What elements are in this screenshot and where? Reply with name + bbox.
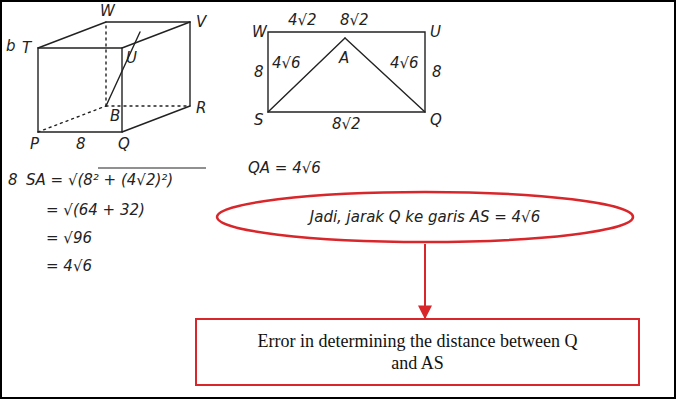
error-callout-box: Error in determining the distance betwee… bbox=[195, 318, 640, 386]
handwritten-label: 8√2 bbox=[340, 12, 369, 29]
handwritten-label: 4√6 bbox=[272, 55, 301, 72]
handwritten-label: P bbox=[30, 136, 39, 153]
handwritten-label: U bbox=[126, 50, 137, 67]
handwritten-label: SA = √(8² + (4√2)²) bbox=[26, 172, 173, 189]
handwritten-label: T bbox=[22, 40, 31, 57]
error-note-text: Error in determining the distance betwee… bbox=[248, 330, 588, 374]
handwritten-label: = √(64 + 32) bbox=[46, 202, 145, 219]
handwritten-label: 4√6 bbox=[390, 55, 419, 72]
handwritten-label: W bbox=[252, 24, 267, 41]
handwritten-label: S bbox=[254, 112, 264, 129]
handwritten-label: W bbox=[100, 3, 115, 20]
conclusion-text: Jadi, jarak Q ke garis AS = 4√6 bbox=[310, 208, 540, 226]
handwritten-label: = 4√6 bbox=[46, 258, 92, 275]
handwritten-label: QA = 4√6 bbox=[248, 160, 321, 177]
handwritten-label: B bbox=[110, 108, 120, 125]
handwritten-label: 8√2 bbox=[332, 116, 361, 133]
highlight-ellipse: Jadi, jarak Q ke garis AS = 4√6 bbox=[215, 190, 635, 244]
plane-sketch bbox=[268, 32, 425, 112]
handwritten-label: b bbox=[6, 38, 16, 55]
radical-bars bbox=[98, 167, 206, 168]
handwritten-label: Q bbox=[430, 112, 442, 129]
handwritten-label: 8 bbox=[432, 64, 442, 81]
handwritten-label: U bbox=[430, 24, 441, 41]
handwritten-label: 4√2 bbox=[288, 12, 317, 29]
handwritten-label: A bbox=[339, 50, 349, 67]
cube-sketch bbox=[38, 22, 190, 132]
handwritten-label: 8 bbox=[76, 136, 86, 153]
handwritten-label: R bbox=[196, 100, 206, 117]
handwritten-label: 8 bbox=[254, 64, 264, 81]
handwritten-label: 8 bbox=[8, 172, 18, 189]
ellipse-outline-shape bbox=[217, 192, 633, 242]
handwritten-label: V bbox=[196, 14, 206, 31]
handwritten-label: Q bbox=[118, 136, 130, 153]
handwritten-label: = √96 bbox=[46, 230, 92, 247]
arrow-connector bbox=[424, 244, 426, 318]
